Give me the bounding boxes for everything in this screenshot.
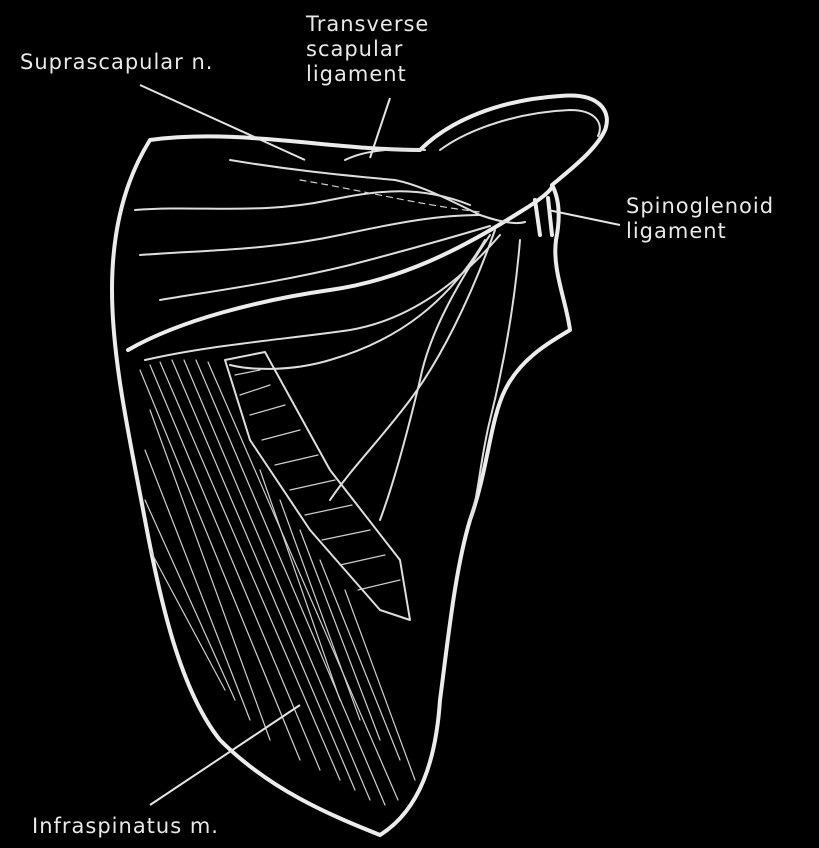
- infraspinous-branch-2: [330, 230, 495, 500]
- transverse-ligament-line-3: ligament: [306, 62, 429, 87]
- dashed-nerve-path: [300, 180, 480, 212]
- infraspinatus-muscle-label: Infraspinatus m.: [32, 814, 219, 839]
- spinoglenoid-ligament-label: Spinoglenoid ligament: [626, 194, 774, 244]
- reflected-muscle-strip: [225, 352, 410, 620]
- transverse-ligament-line-2: scapular: [306, 37, 429, 62]
- leader-suprascapular: [140, 85, 305, 160]
- infraspinous-branch-1: [380, 235, 490, 520]
- spinoglenoid-line-2: ligament: [626, 219, 774, 244]
- supraspinous-strand-2: [140, 215, 480, 255]
- leader-infraspinatus: [150, 705, 300, 805]
- transverse-ligament-label: Transverse scapular ligament: [306, 12, 429, 87]
- transverse-ligament-line-1: Transverse: [306, 12, 429, 37]
- infraspinatus-fibres: [140, 360, 415, 805]
- infraspinatus-text: Infraspinatus m.: [32, 814, 219, 839]
- spinoglenoid-line-1: Spinoglenoid: [626, 194, 774, 219]
- suprascapular-nerve-text: Suprascapular n.: [20, 50, 213, 75]
- supraspinous-strand-1: [135, 191, 470, 210]
- infraspinous-branch-3: [230, 240, 485, 369]
- suprascapular-nerve-label: Suprascapular n.: [20, 50, 213, 75]
- spinoglenoid-ligament-shape: [535, 198, 552, 235]
- acromion-edge: [440, 110, 600, 150]
